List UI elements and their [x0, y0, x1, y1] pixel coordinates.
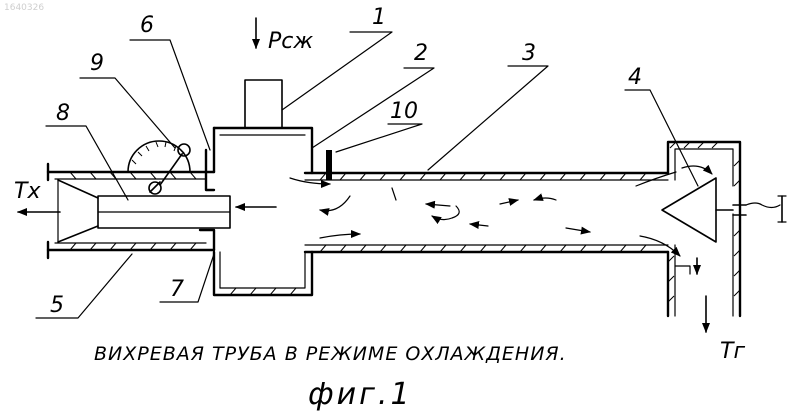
flow-arrows: [18, 18, 712, 332]
label-7: 7: [170, 277, 184, 302]
label-t-hot: Tг: [720, 339, 745, 364]
label-5: 5: [50, 293, 64, 318]
cold-end-pipe: [48, 150, 230, 258]
wall-hatching: [320, 173, 646, 252]
swirl-chamber: [214, 80, 312, 295]
label-t-cold: Tх: [14, 179, 41, 204]
tube-body: [305, 173, 668, 252]
label-10: 10: [390, 99, 418, 124]
pressure-gauge: [128, 141, 190, 194]
label-9: 9: [90, 51, 104, 76]
leader-lines: [36, 32, 698, 318]
label-4: 4: [628, 65, 642, 90]
label-2: 2: [414, 41, 428, 66]
label-1: 1: [372, 5, 386, 30]
label-8: 8: [56, 101, 70, 126]
cone-valve: [662, 178, 786, 242]
figure-caption: ВИХРЕВАЯ ТРУБА В РЕЖИМЕ ОХЛАЖДЕНИЯ.: [94, 343, 567, 365]
label-p-input: Pсж: [268, 29, 313, 54]
nozzle-blade: [326, 150, 332, 180]
watermark: 1640326: [4, 3, 44, 13]
label-3: 3: [522, 41, 536, 66]
figure-number: фиг.1: [308, 377, 413, 412]
label-6: 6: [140, 13, 154, 38]
